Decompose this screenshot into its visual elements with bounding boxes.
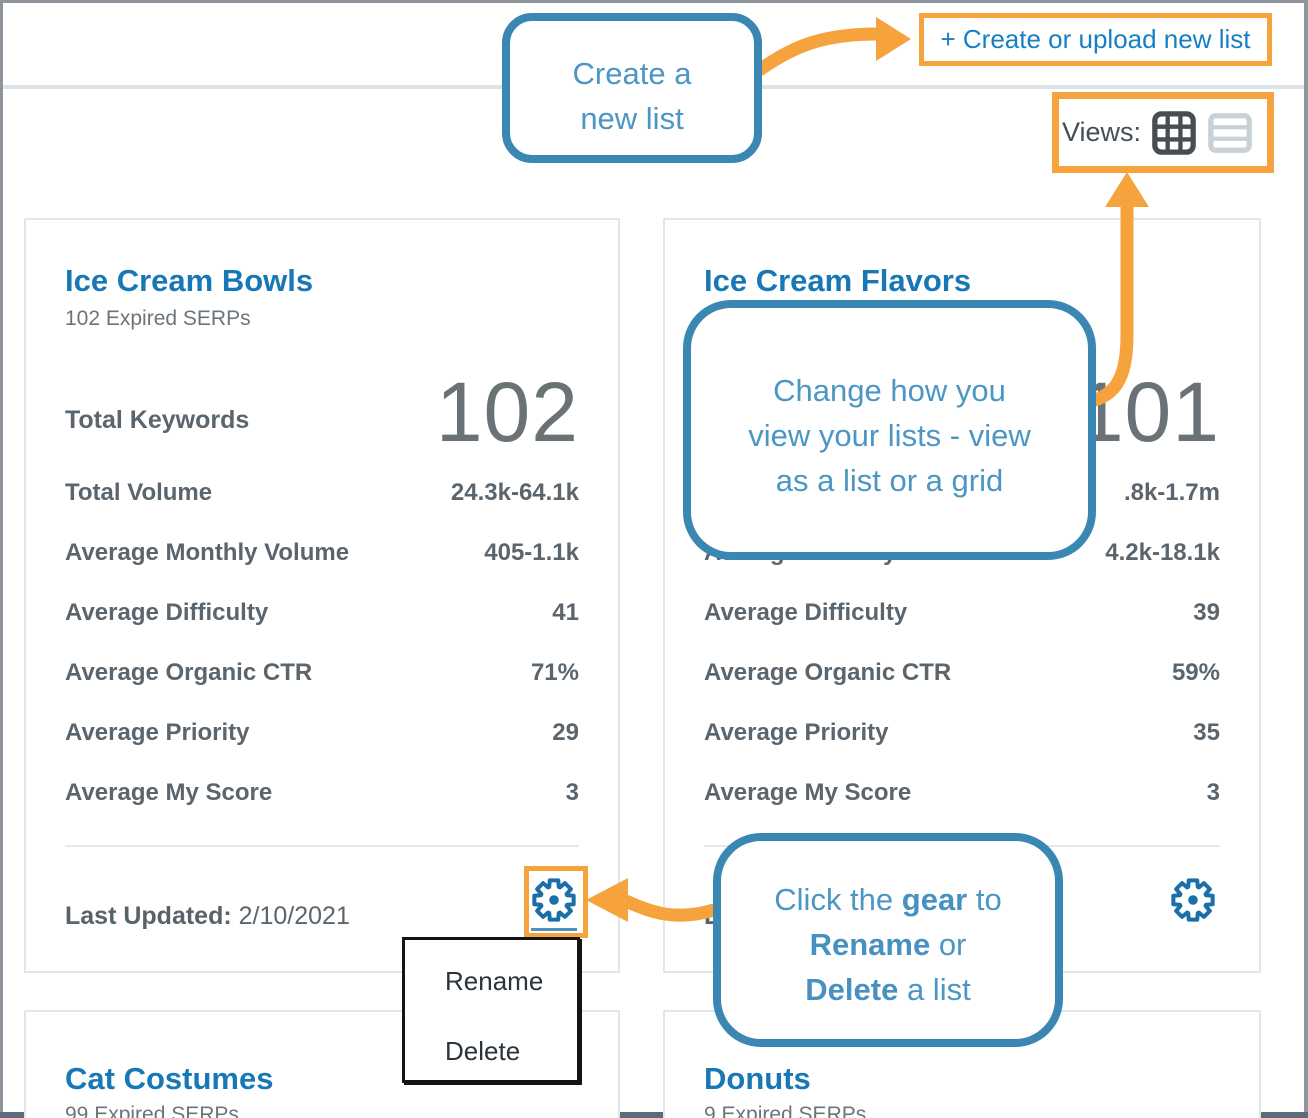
stat-label: Average My Score (65, 779, 273, 806)
card-subtitle: 99 Expired SERPs (65, 1103, 239, 1118)
card-title-link[interactable]: Ice Cream Flavors (704, 263, 972, 298)
stat-label: Average Difficulty (704, 599, 908, 626)
stat-value: 3 (1206, 779, 1220, 806)
card-title-link[interactable]: Ice Cream Bowls (65, 263, 314, 298)
stat-row-avg-organic-ctr: Average Organic CTR 71% (65, 659, 579, 689)
list-card-ice-cream-bowls: Ice Cream Bowls 102 Expired SERPs 102 To… (24, 218, 620, 973)
stat-value: 59% (1171, 659, 1220, 686)
stat-label: Average Organic CTR (704, 659, 952, 686)
stat-value: 35 (1193, 719, 1220, 746)
callout-line: Create a (572, 56, 692, 91)
stat-label: Average Priority (704, 719, 889, 746)
create-upload-list-button[interactable]: + Create or upload new list (919, 13, 1272, 66)
last-updated-label: Last Updated: (65, 902, 232, 930)
stat-value: 4.2k-18.1k (1105, 539, 1220, 566)
stat-label: Total Volume (65, 479, 213, 506)
gear-underline (531, 928, 577, 931)
stat-label: Average My Score (704, 779, 912, 806)
last-updated: Last Updated: 2/10/2021 (65, 902, 350, 931)
stat-value: 24.3k-64.1k (450, 479, 579, 506)
stat-label: Average Difficulty (65, 599, 269, 626)
card-subtitle: 102 Expired SERPs (65, 307, 251, 330)
gear-icon[interactable] (531, 877, 577, 923)
stat-row-total-volume: .8k-1.7m (704, 479, 1220, 509)
stat-value: 71% (530, 659, 579, 686)
stat-row-avg-monthly-volume: Average Monthly Volume 405-1.1k (65, 539, 579, 569)
card-divider (65, 845, 579, 847)
gear-menu-item-delete[interactable]: Delete (445, 1036, 521, 1066)
callout-line: Click the gear to (774, 882, 1002, 917)
total-keywords-value: 101 (1076, 365, 1220, 459)
grid-view-icon[interactable] (1151, 110, 1197, 156)
callout-change-view: Change how you view your lists - view as… (683, 300, 1096, 560)
stat-row-avg-difficulty: Average Difficulty 41 (65, 599, 579, 629)
stat-row-total-volume: Total Volume 24.3k-64.1k (65, 479, 579, 509)
stat-value: 39 (1193, 599, 1220, 626)
stat-row-avg-my-score: Average My Score 3 (65, 779, 579, 809)
total-keywords-value: 102 (435, 365, 579, 459)
stat-value: 41 (552, 599, 579, 626)
callout-gear-rename-delete: Click the gear to Rename or Delete a lis… (713, 833, 1063, 1047)
gear-menu-item-rename[interactable]: Rename (445, 966, 544, 996)
card-subtitle: 9 Expired SERPs (704, 1103, 867, 1118)
stat-row-avg-organic-ctr: Average Organic CTR 59% (704, 659, 1220, 689)
stat-label: Average Priority (65, 719, 250, 746)
callout-line: Delete a list (805, 972, 971, 1007)
stat-row-avg-priority: Average Priority 29 (65, 719, 579, 749)
stat-value: 3 (565, 779, 579, 806)
card-title-link[interactable]: Donuts (704, 1061, 811, 1096)
gear-menu: Rename Delete (402, 937, 580, 1083)
callout-line: Rename or (809, 927, 967, 962)
stat-row-avg-my-score: Average My Score 3 (704, 779, 1220, 809)
gear-icon[interactable] (1170, 877, 1216, 923)
callout-line: new list (580, 101, 684, 136)
callout-create-new-list: Create a new list (502, 13, 762, 163)
callout-line: view your lists - view (748, 418, 1031, 453)
screenshot-frame-top (0, 0, 1308, 3)
callout-line: Change how you (773, 373, 1006, 408)
create-upload-list-label: + Create or upload new list (940, 24, 1251, 54)
views-toggle-box: Views: (1052, 92, 1274, 173)
callout-line: as a list or a grid (775, 463, 1004, 498)
last-updated-value: 2/10/2021 (238, 902, 350, 930)
gear-highlight-box (524, 866, 588, 938)
screenshot-frame-left (0, 0, 3, 1118)
card-title-link[interactable]: Cat Costumes (65, 1061, 274, 1096)
stat-row-avg-priority: Average Priority 35 (704, 719, 1220, 749)
stat-label: Average Organic CTR (65, 659, 313, 686)
total-keywords-label: Total Keywords (65, 406, 250, 434)
list-view-icon[interactable] (1207, 110, 1253, 156)
stat-value: .8k-1.7m (1123, 479, 1220, 506)
stat-value: 29 (552, 719, 579, 746)
screenshot-frame-bottom (0, 1112, 1308, 1118)
stat-label: Average Monthly Volume (65, 539, 350, 566)
stat-row-avg-difficulty: Average Difficulty 39 (704, 599, 1220, 629)
screenshot-frame-right (1304, 0, 1308, 1118)
views-label: Views: (1061, 117, 1141, 147)
stat-value: 405-1.1k (484, 539, 579, 566)
